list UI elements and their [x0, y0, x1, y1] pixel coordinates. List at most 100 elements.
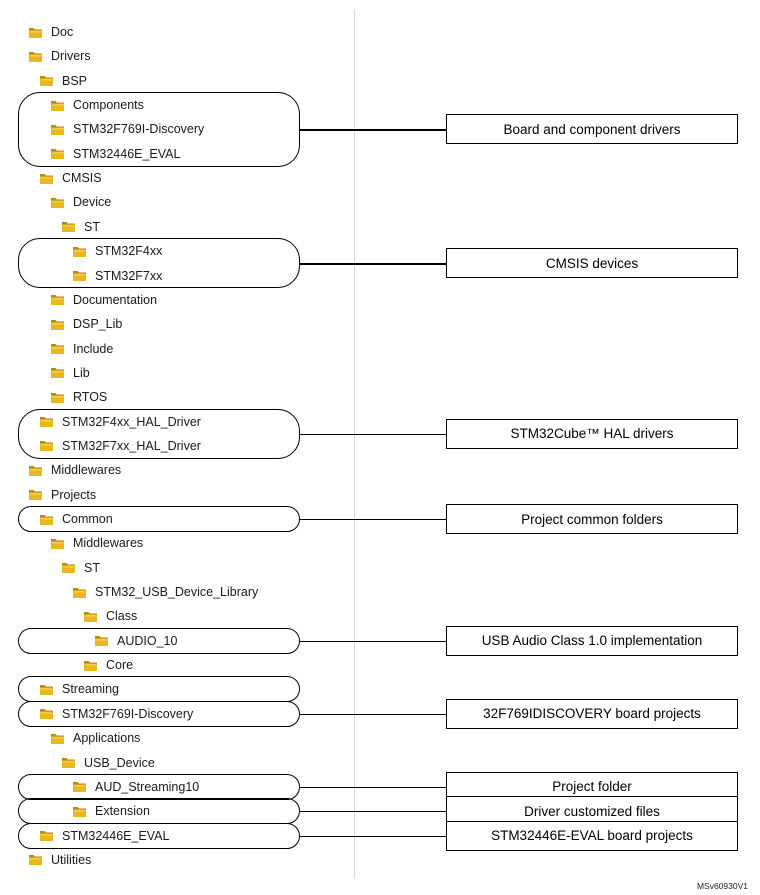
folder-label: STM32F7xx_HAL_Driver [62, 438, 201, 453]
folder-icon [72, 780, 87, 793]
callout-label-box: USB Audio Class 1.0 implementation [446, 625, 738, 656]
folder-item[interactable]: RTOS [50, 386, 107, 408]
callout-oval [18, 92, 300, 167]
callout-oval [18, 676, 300, 703]
folder-label: ST [84, 219, 100, 234]
folder-item[interactable]: AUDIO_10 [94, 630, 177, 652]
folder-icon [39, 513, 54, 526]
folder-label: Middlewares [51, 463, 122, 478]
folder-label: Doc [51, 25, 74, 39]
folder-label: Utilities [51, 852, 92, 867]
folder-label: Extension [95, 804, 150, 819]
callout-connector [300, 433, 446, 436]
folder-item[interactable]: STM32F769I-Discovery [39, 703, 193, 725]
folder-item[interactable]: Projects [28, 484, 96, 506]
folder-item[interactable]: ST [61, 216, 100, 238]
folder-item[interactable]: STM32F7xx_HAL_Driver [39, 435, 201, 457]
folder-icon [28, 853, 43, 866]
folder-label: Device [73, 195, 112, 210]
folder-label: Components [73, 98, 144, 113]
callout-connector [300, 519, 446, 521]
folder-item[interactable]: STM32_USB_Device_Library [72, 581, 258, 603]
folder-icon [72, 245, 87, 258]
folder-label: STM32F769I-Discovery [62, 706, 194, 721]
folder-icon [61, 561, 76, 574]
callout-connector [300, 129, 446, 131]
folder-icon [50, 342, 65, 355]
folder-item[interactable]: Middlewares [28, 459, 121, 481]
folder-item[interactable]: Common [39, 508, 113, 530]
folder-item[interactable]: Utilities [28, 849, 91, 871]
folder-icon [72, 269, 87, 282]
folder-item[interactable]: Documentation [50, 289, 157, 311]
callout-connector [300, 640, 446, 643]
callout-label-box: Board and component drivers [446, 114, 738, 145]
folder-icon [39, 683, 54, 696]
folder-item[interactable]: Lib [50, 362, 90, 384]
folder-item[interactable]: STM32F4xx_HAL_Driver [39, 411, 201, 433]
folder-item[interactable]: Middlewares [50, 532, 143, 554]
folder-label: Class [106, 609, 138, 624]
folder-item[interactable]: Extension [72, 800, 150, 822]
callout-oval [18, 700, 300, 727]
folder-item[interactable]: STM32F4xx [72, 240, 162, 262]
folder-item[interactable]: STM32F769I-Discovery [50, 118, 204, 140]
folder-item[interactable]: Class [83, 605, 137, 627]
folder-item[interactable]: STM32446E_EVAL [39, 825, 169, 847]
callout-oval [18, 408, 300, 459]
folder-label: AUD_Streaming10 [95, 779, 200, 794]
folder-item[interactable]: DSP_Lib [50, 313, 122, 335]
callout-connector [300, 835, 446, 837]
folder-item[interactable]: CMSIS [39, 167, 102, 189]
folder-label: Applications [73, 731, 141, 746]
callout-label-box: 32F769IDISCOVERY board projects [446, 698, 738, 729]
folder-icon [28, 488, 43, 501]
folder-icon [39, 415, 54, 428]
figure-id: MSv60930V1 [696, 881, 748, 891]
folder-label: AUDIO_10 [117, 633, 178, 648]
folder-item[interactable]: AUD_Streaming10 [72, 776, 199, 798]
folder-label: ST [84, 560, 100, 575]
folder-label: Streaming [62, 682, 119, 697]
callout-oval [18, 798, 300, 825]
folder-icon [39, 439, 54, 452]
folder-item[interactable]: STM32446E_EVAL [50, 143, 180, 165]
folder-item[interactable]: Include [50, 338, 113, 360]
folder-item[interactable]: Streaming [39, 678, 119, 700]
folder-label: Projects [51, 487, 97, 502]
folder-icon [83, 610, 98, 623]
folder-label: STM32_USB_Device_Library [95, 585, 259, 600]
callout-connector [300, 263, 446, 265]
folder-icon [39, 707, 54, 720]
folder-label: Lib [73, 365, 90, 380]
folder-item[interactable]: USB_Device [61, 752, 155, 774]
callout-oval [18, 238, 300, 289]
folder-icon [50, 123, 65, 136]
folder-item[interactable]: Components [50, 94, 144, 116]
callout-connector [300, 713, 446, 716]
folder-icon [61, 220, 76, 233]
folder-icon [28, 50, 43, 63]
folder-item[interactable]: Applications [50, 727, 140, 749]
folder-item[interactable]: STM32F7xx [72, 265, 162, 287]
folder-label: STM32F7xx [95, 268, 163, 283]
folder-item[interactable]: BSP [39, 70, 87, 92]
callout-label-box: Project common folders [446, 504, 738, 534]
folder-label: USB_Device [84, 755, 155, 770]
folder-item[interactable]: ST [61, 557, 100, 579]
callout-connector [300, 786, 446, 789]
callout-label-box: CMSIS devices [446, 248, 738, 279]
callout-oval [18, 773, 300, 800]
folder-label: CMSIS [62, 171, 102, 186]
folder-label: STM32446E_EVAL [73, 146, 181, 161]
folder-item[interactable]: Core [83, 654, 133, 676]
folder-icon [50, 318, 65, 331]
callout-label-box: STM32Cube™ HAL drivers [446, 418, 738, 449]
folder-label: Include [73, 341, 114, 356]
folder-item[interactable]: Drivers [28, 45, 91, 67]
folder-item[interactable]: Doc [28, 21, 73, 43]
folder-label: BSP [62, 73, 88, 88]
folder-item[interactable]: Device [50, 191, 111, 213]
folder-label: DSP_Lib [73, 317, 123, 332]
folder-label: Middlewares [73, 536, 144, 551]
